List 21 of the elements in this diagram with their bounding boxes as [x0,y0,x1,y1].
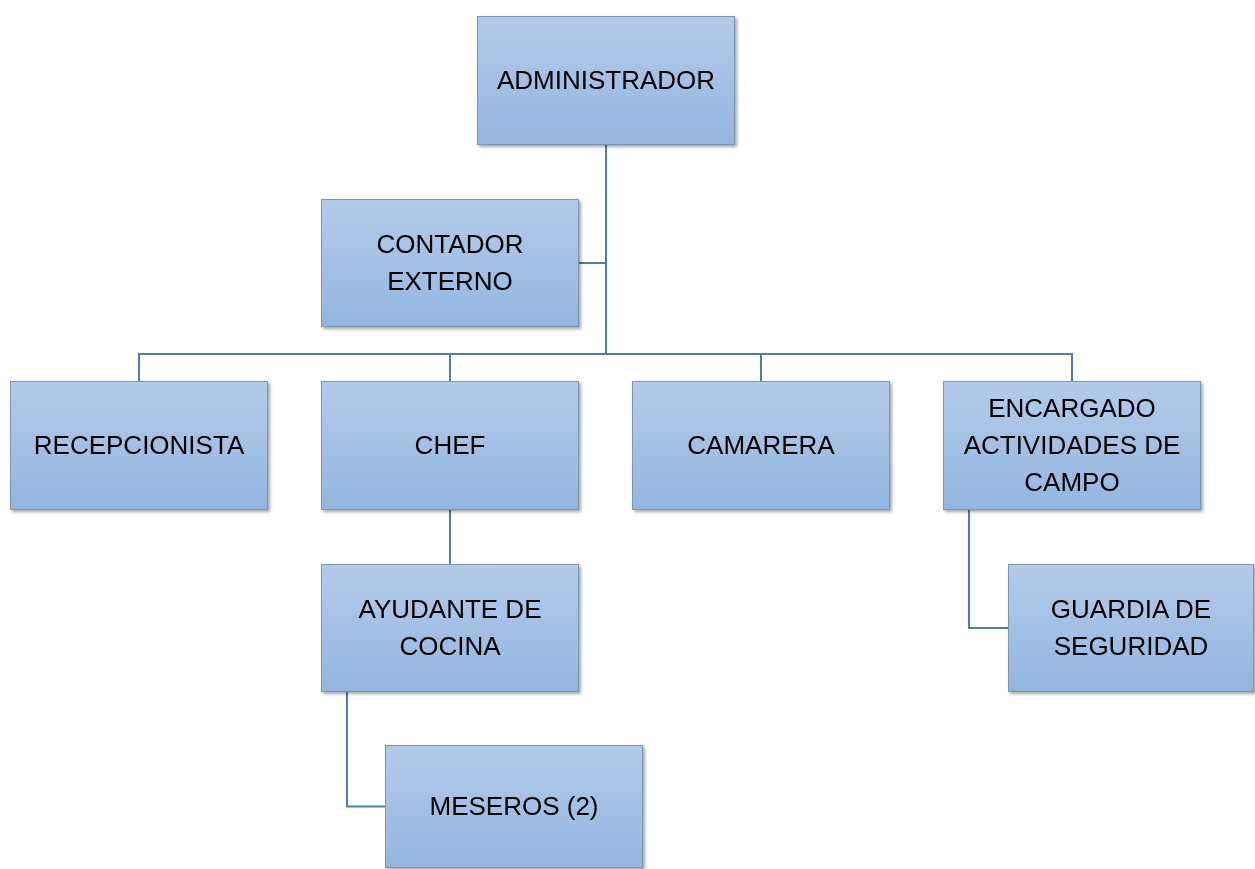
position-title: AYUDANTE DE COCINA [357,593,543,663]
connector-line [346,691,386,808]
position-box [385,745,643,868]
position-box [321,564,579,692]
position-title: RECEPCIONISTA [33,429,245,462]
position-box [632,381,890,510]
position-title: CONTADOR EXTERNO [375,228,525,298]
position-title: ENCARGADO ACTIVIDADES DE CAMPO [962,392,1182,499]
position-box [943,381,1201,510]
position-title: CHEF [414,429,486,462]
position-title: GUARDIA DE SEGURIDAD [1049,593,1213,663]
position-title: ADMINISTRADOR [496,64,716,97]
position-box [321,199,579,327]
connector-line [449,509,451,565]
position-box [477,16,735,145]
position-title: CAMARERA [687,429,835,462]
connector-line [968,509,1009,629]
position-box [321,381,579,510]
position-box [10,381,268,510]
position-title: MESEROS (2) [429,790,599,823]
position-box [1008,564,1254,692]
